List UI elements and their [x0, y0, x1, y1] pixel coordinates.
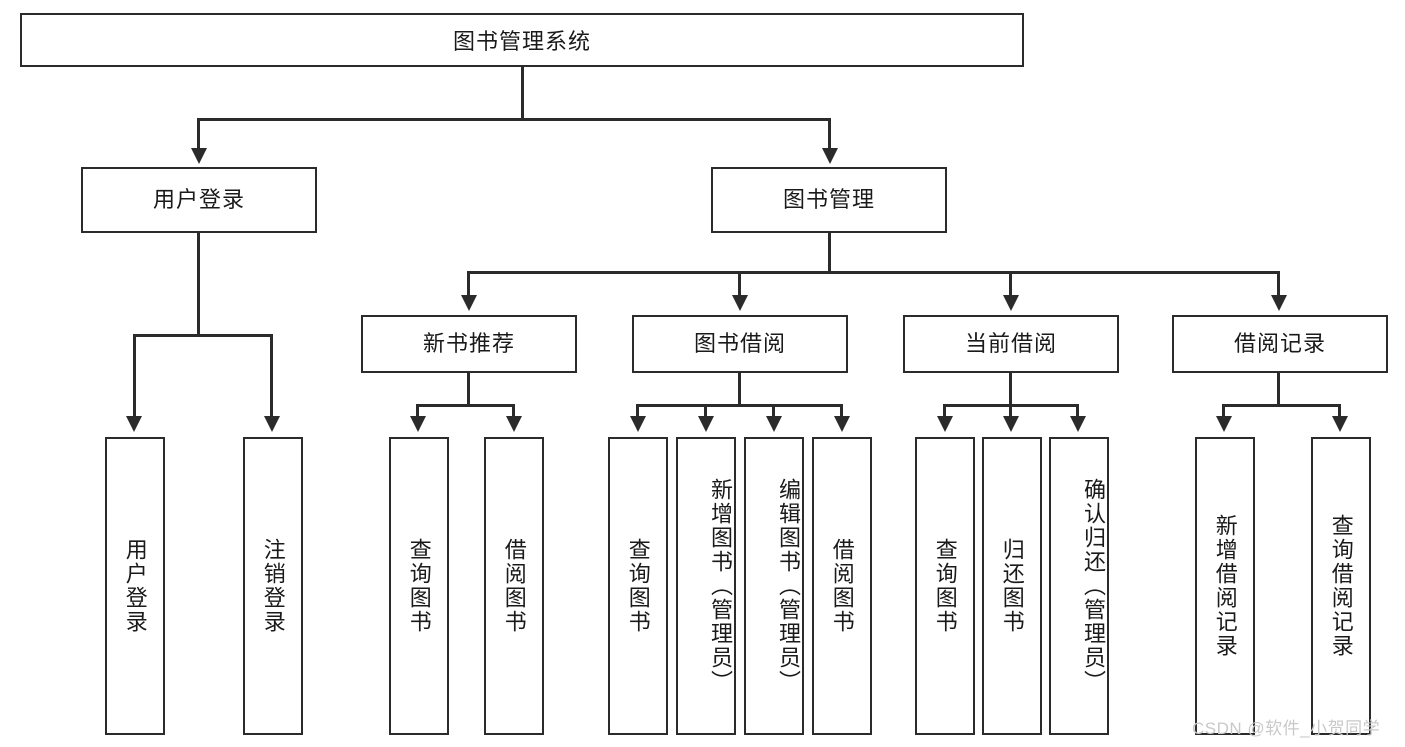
arrow-root-to-user-login: [191, 148, 207, 164]
edge-borrow-record-to-leaf-1: [1222, 404, 1225, 418]
leaf-edit-book-admin[interactable]: 编辑图书（管理员）: [744, 437, 804, 735]
leaf-logout-login[interactable]: 注销登录: [243, 437, 303, 735]
edge-new-book-to-leaf-2: [512, 404, 515, 418]
edge-borrow-record-to-leaf-2: [1338, 404, 1341, 418]
edge-borrow-record-stem: [1277, 373, 1280, 406]
edge-book-manage-to-current-borrow: [1009, 271, 1012, 297]
arrow-user-login-to-leaf-2: [264, 416, 280, 432]
arrow-borrow-record-to-leaf-1: [1216, 416, 1232, 432]
edge-book-manage-to-new-book: [467, 271, 470, 297]
node-user-login[interactable]: 用户登录: [81, 167, 317, 233]
arrow-borrow-record-to-leaf-2: [1332, 416, 1348, 432]
arrow-book-borrow-to-leaf-1: [630, 416, 646, 432]
edge-new-book-to-leaf-1: [416, 404, 419, 418]
edge-current-borrow-stem: [1009, 373, 1012, 406]
edge-user-login-to-leaf-2: [270, 334, 273, 418]
node-current-borrow[interactable]: 当前借阅: [903, 315, 1119, 373]
edge-user-login-to-leaf-1: [133, 334, 136, 418]
leaf-borrow-book-new-book[interactable]: 借阅图书: [484, 437, 544, 735]
node-new-book-recommend[interactable]: 新书推荐: [361, 315, 577, 373]
edge-book-borrow-to-leaf-2: [704, 404, 707, 418]
edge-root-bus: [197, 118, 831, 121]
edge-book-manage-bus: [467, 271, 1280, 274]
leaf-query-book-book-borrow[interactable]: 查询图书: [608, 437, 668, 735]
arrow-current-borrow-to-leaf-2: [1003, 416, 1019, 432]
node-book-borrow[interactable]: 图书借阅: [632, 315, 848, 373]
arrow-book-manage-to-borrow-record: [1271, 295, 1287, 311]
arrow-book-borrow-to-leaf-4: [834, 416, 850, 432]
arrow-user-login-to-leaf-1: [126, 416, 142, 432]
arrow-new-book-to-leaf-2: [506, 416, 522, 432]
edge-book-borrow-stem: [738, 373, 741, 406]
edge-book-borrow-bus: [636, 404, 840, 407]
edge-book-borrow-to-leaf-3: [772, 404, 775, 418]
edge-book-borrow-to-leaf-1: [636, 404, 639, 418]
edge-book-borrow-to-leaf-4: [840, 404, 843, 418]
node-borrow-record[interactable]: 借阅记录: [1172, 315, 1388, 373]
arrow-current-borrow-to-leaf-3: [1070, 416, 1086, 432]
edge-book-manage-to-borrow-record: [1277, 271, 1280, 297]
arrow-book-borrow-to-leaf-3: [766, 416, 782, 432]
csdn-watermark: CSDN @软件_小贺同学: [1192, 719, 1381, 738]
leaf-query-borrow-record[interactable]: 查询借阅记录: [1311, 437, 1371, 735]
edge-user-login-stem: [197, 233, 200, 336]
leaf-confirm-return-admin[interactable]: 确认归还（管理员）: [1049, 437, 1109, 735]
edge-root-to-user-login: [197, 118, 200, 150]
leaf-add-book-admin[interactable]: 新增图书（管理员）: [676, 437, 736, 735]
edge-current-borrow-to-leaf-3: [1076, 404, 1079, 418]
arrow-book-borrow-to-leaf-2: [698, 416, 714, 432]
edge-root-to-book-manage: [828, 118, 831, 150]
node-book-management[interactable]: 图书管理: [711, 167, 947, 233]
arrow-root-to-book-manage: [822, 148, 838, 164]
arrow-book-manage-to-current-borrow: [1003, 295, 1019, 311]
edge-current-borrow-to-leaf-1: [943, 404, 946, 418]
arrow-current-borrow-to-leaf-1: [937, 416, 953, 432]
node-root-book-management-system[interactable]: 图书管理系统: [20, 13, 1024, 67]
edge-root-stem: [521, 67, 524, 120]
arrow-book-manage-to-book-borrow: [732, 295, 748, 311]
leaf-user-login[interactable]: 用户登录: [105, 437, 165, 735]
leaf-query-book-current-borrow[interactable]: 查询图书: [915, 437, 975, 735]
edge-book-manage-stem: [828, 233, 831, 273]
edge-new-book-bus: [416, 404, 515, 407]
edge-current-borrow-to-leaf-2: [1009, 404, 1012, 418]
edge-borrow-record-bus: [1222, 404, 1341, 407]
edge-user-login-bus: [133, 334, 273, 337]
edge-new-book-stem: [467, 373, 470, 406]
arrow-book-manage-to-new-book: [461, 295, 477, 311]
leaf-return-book[interactable]: 归还图书: [982, 437, 1042, 735]
leaf-query-book-new-book[interactable]: 查询图书: [389, 437, 449, 735]
leaf-add-borrow-record[interactable]: 新增借阅记录: [1195, 437, 1255, 735]
leaf-borrow-book-book-borrow[interactable]: 借阅图书: [812, 437, 872, 735]
arrow-new-book-to-leaf-1: [410, 416, 426, 432]
edge-book-manage-to-book-borrow: [738, 271, 741, 297]
